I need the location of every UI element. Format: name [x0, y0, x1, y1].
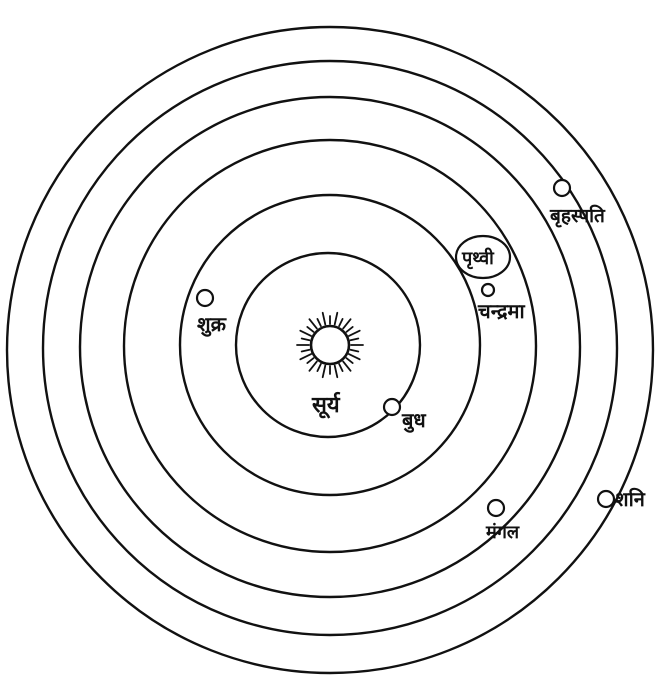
planet-mercury: [384, 399, 400, 415]
sun-ray: [351, 339, 359, 341]
mercury-label: बुध: [401, 408, 426, 433]
sun-ray: [317, 364, 321, 371]
sun-ray: [335, 366, 338, 378]
moon-label: चन्द्रमा: [477, 299, 525, 323]
sun-ray: [309, 361, 317, 370]
jupiter-label: बृहस्पति: [549, 204, 606, 228]
sun-ray: [302, 339, 310, 341]
sun-ray: [349, 354, 360, 359]
sun-ray: [317, 319, 321, 326]
sun: सूर्य: [297, 313, 363, 419]
sun-ray: [349, 331, 360, 336]
planet-moon: [482, 284, 494, 296]
sun-ray: [339, 319, 343, 326]
sun-ray: [323, 313, 326, 325]
planet-venus: [197, 290, 213, 306]
sun-ray: [307, 327, 313, 332]
sun-ray: [302, 350, 310, 352]
planet-jupiter: [554, 180, 570, 196]
sun-ray: [346, 327, 352, 332]
sun-ray: [335, 313, 338, 325]
sun-label: सूर्य: [311, 391, 341, 419]
sun-ray: [343, 319, 351, 328]
planet-mars: [488, 500, 504, 516]
venus-label: शुक्र: [197, 312, 228, 337]
sun-ray: [300, 354, 311, 359]
sun-ray: [346, 358, 352, 363]
saturn-label: शनि: [615, 487, 646, 511]
earth-label: पृथ्वी: [461, 247, 495, 270]
sun-ray: [307, 358, 313, 363]
mars-label: मंगल: [485, 522, 520, 543]
sun-disc: [311, 326, 349, 364]
sun-ray: [343, 361, 351, 370]
sun-ray: [300, 331, 311, 336]
sun-ray: [351, 350, 359, 352]
sun-ray: [339, 364, 343, 371]
sun-ray: [309, 319, 317, 328]
planet-saturn: [598, 491, 614, 507]
sun-ray: [323, 366, 326, 378]
